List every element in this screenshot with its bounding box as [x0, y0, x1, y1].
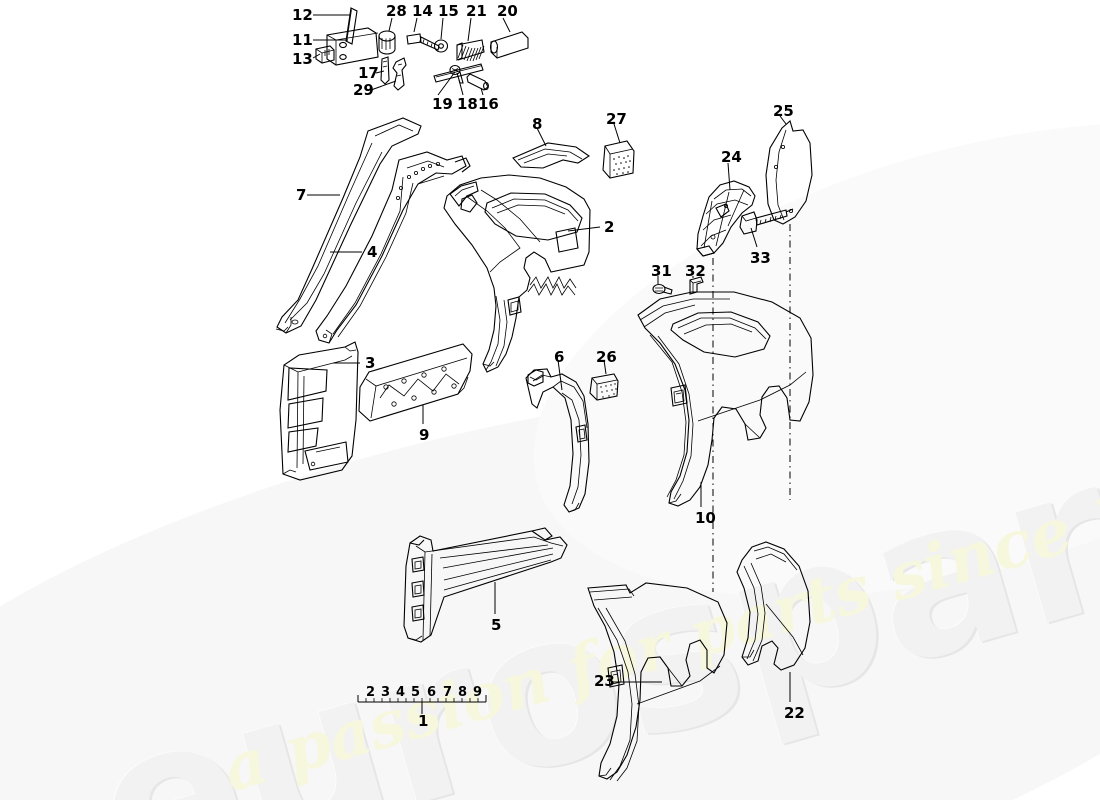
part-11-latch-plate — [326, 27, 379, 66]
callout-31[interactable]: 31 — [651, 262, 672, 280]
part-13-clip-bracket — [315, 45, 335, 64]
scale-number-8: 8 — [458, 685, 468, 700]
part-15-washer — [433, 39, 449, 53]
part-16-dowel-pin — [466, 73, 489, 91]
callout-22[interactable]: 22 — [784, 704, 805, 722]
leader-lines — [307, 14, 791, 702]
part-18-rivet — [449, 64, 464, 84]
part-17-lever-small — [380, 56, 390, 85]
callout-12[interactable]: 12 — [292, 6, 313, 24]
part-22-wheel-arch-segment — [736, 541, 811, 671]
part-9-sill-reinforcement-rail — [358, 343, 473, 422]
scale-center-label: 1 — [418, 712, 429, 730]
part-2-rear-side-panel-inner — [443, 174, 591, 373]
part-4-a-pillar-inner — [315, 151, 471, 344]
part-31-bolt-small — [652, 283, 673, 295]
part-14-screw — [406, 33, 440, 51]
scale-number-2: 2 — [366, 685, 376, 700]
part-23-rear-quarter-lower-panel — [587, 582, 728, 782]
scale-number-6: 6 — [427, 685, 437, 700]
part-19-rod — [433, 63, 484, 83]
callout-33[interactable]: 33 — [750, 249, 771, 267]
callout-3[interactable]: 3 — [365, 354, 376, 372]
callout-21[interactable]: 21 — [466, 2, 487, 20]
callout-2[interactable]: 2 — [604, 218, 615, 236]
scale-bar-artwork — [357, 695, 487, 714]
scale-number-5: 5 — [411, 685, 421, 700]
callout-17[interactable]: 17 — [358, 64, 379, 82]
part-33-screw-long — [739, 208, 794, 235]
part-10-rear-quarter-outer-panel — [637, 291, 814, 507]
part-26-rubber-pad-small — [589, 373, 619, 401]
part-21-spring — [456, 39, 485, 62]
part-7-roof-rail-upper — [275, 117, 422, 334]
callout-19[interactable]: 19 — [432, 95, 453, 113]
callout-32[interactable]: 32 — [685, 262, 706, 280]
part-6-b-pillar-reinforcement — [525, 368, 590, 513]
callout-11[interactable]: 11 — [292, 31, 313, 49]
part-29-bracket-lever — [392, 57, 407, 91]
part-24-bracket-assembly — [696, 180, 756, 257]
part-27-rubber-pad — [602, 140, 635, 179]
callout-25[interactable]: 25 — [773, 102, 794, 120]
part-5-rocker-sill-panel — [403, 527, 568, 643]
callout-4[interactable]: 4 — [367, 243, 378, 261]
part-12-pin-rod — [345, 7, 358, 45]
callout-6[interactable]: 6 — [554, 348, 565, 366]
callout-20[interactable]: 20 — [497, 2, 518, 20]
callout-8[interactable]: 8 — [532, 115, 543, 133]
scale-number-9: 9 — [473, 685, 483, 700]
callout-14[interactable]: 14 — [412, 2, 433, 20]
callout-27[interactable]: 27 — [606, 110, 627, 128]
callout-29[interactable]: 29 — [353, 81, 374, 99]
scale-number-7: 7 — [443, 685, 453, 700]
callout-28[interactable]: 28 — [386, 2, 407, 20]
callout-10[interactable]: 10 — [695, 509, 716, 527]
callout-18[interactable]: 18 — [457, 95, 478, 113]
callout-13[interactable]: 13 — [292, 50, 313, 68]
part-3-a-pillar-lower-reinforcement — [279, 341, 359, 481]
part-20-sleeve-tube — [489, 31, 529, 59]
callout-26[interactable]: 26 — [596, 348, 617, 366]
part-8-roof-rail-strip — [512, 142, 590, 169]
part-28-bushing — [378, 30, 396, 55]
callout-24[interactable]: 24 — [721, 148, 742, 166]
callout-15[interactable]: 15 — [438, 2, 459, 20]
callout-23[interactable]: 23 — [594, 672, 615, 690]
part-32-clip — [689, 276, 704, 295]
callout-7[interactable]: 7 — [296, 186, 307, 204]
callout-9[interactable]: 9 — [419, 426, 430, 444]
part-25-cover-plate — [765, 120, 813, 225]
scale-number-3: 3 — [381, 685, 391, 700]
callout-16[interactable]: 16 — [478, 95, 499, 113]
callout-5[interactable]: 5 — [491, 616, 502, 634]
scale-number-4: 4 — [396, 685, 406, 700]
